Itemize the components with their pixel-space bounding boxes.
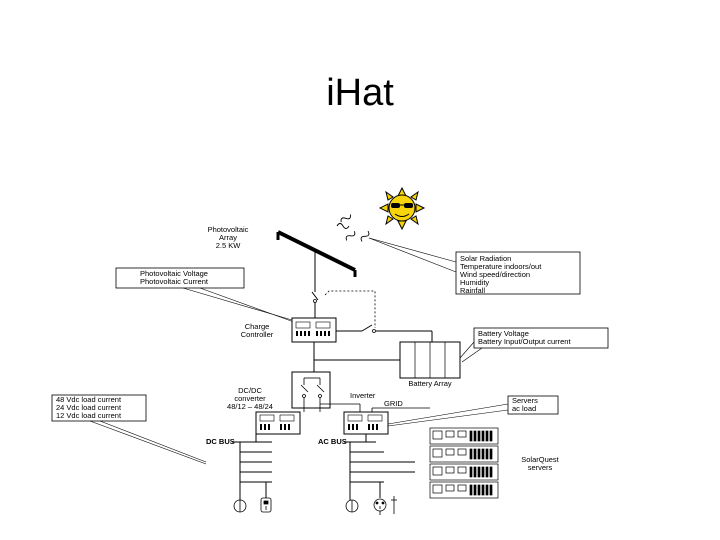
inverter: Inverter (343, 391, 389, 435)
pv-array-label-2: Array (219, 233, 237, 242)
dc-48v-label: 48 Vdc load current (56, 395, 122, 404)
charge-line (313, 324, 433, 372)
dcdc-label-2: converter (234, 394, 266, 403)
dc-bus (232, 434, 272, 500)
dc-bus-label: DC BUS (206, 437, 235, 446)
dc-load-callout: 48 Vdc load current 24 Vdc load current … (51, 394, 207, 465)
weather-humidity: Humidity (460, 278, 489, 287)
grid-connection: GRID (371, 399, 430, 412)
sun-icon (378, 186, 426, 231)
battery-callout: Battery Voltage Battery Input/Output cur… (459, 327, 609, 363)
battery-current-label: Battery Input/Output current (478, 337, 571, 346)
pv-array-label-3: 2.5 KW (216, 241, 242, 250)
battery-array-label: Battery Array (408, 379, 452, 388)
servers-label: Servers (512, 396, 538, 405)
servers-callout: Servers ac load (387, 395, 559, 427)
photovoltaic-array: Photovoltaic Array 2.5 KW (208, 225, 357, 318)
dcdc-converter (255, 411, 301, 435)
pv-current-label: Photovoltaic Current (140, 277, 209, 286)
charge-controller: Charge Controller (241, 317, 337, 343)
ac-bus-label: AC BUS (318, 437, 347, 446)
ac-bus (344, 434, 415, 500)
charge-controller-label-2: Controller (241, 330, 274, 339)
solarquest-label-2: servers (528, 463, 553, 472)
grid-label: GRID (384, 399, 403, 408)
charge-controller-label-1: Charge (245, 322, 270, 331)
weather-callout: Solar Radiation Temperature indoors/out … (368, 237, 581, 295)
pv-callout: Photovoltaic Voltage Photovoltaic Curren… (115, 267, 295, 323)
pv-array-label-1: Photovoltaic (208, 225, 249, 234)
inverter-label: Inverter (350, 391, 376, 400)
dcdc-switch-box (291, 371, 361, 412)
battery-array: Battery Array (399, 341, 461, 388)
dcdc-label-3: 48/12 – 48/24 (227, 402, 273, 411)
ac-outlet-icon (345, 496, 397, 515)
dc-12v-label: 12 Vdc load current (56, 411, 122, 420)
weather-wind: Wind speed/direction (460, 270, 530, 279)
battery-voltage-label: Battery Voltage (478, 329, 529, 338)
dc-24v-label: 24 Vdc load current (56, 403, 122, 412)
ac-load-label: ac load (512, 404, 536, 413)
sensor-dashed-line (324, 290, 376, 328)
weather-rainfall: Rainfall (460, 286, 485, 295)
server-rack-icon (429, 427, 499, 499)
battery-bus-line (313, 359, 400, 372)
dc-outlet-icon (233, 497, 272, 513)
weather-solar-radiation: Solar Radiation (460, 254, 511, 263)
weather-temperature: Temperature indoors/out (460, 262, 542, 271)
pv-voltage-label: Photovoltaic Voltage (140, 269, 208, 278)
weather-wave-icon (336, 214, 370, 242)
dcdc-label-1: DC/DC (238, 386, 262, 395)
solarquest-label-1: SolarQuest (521, 455, 559, 464)
slide-title: iHat (326, 72, 394, 114)
